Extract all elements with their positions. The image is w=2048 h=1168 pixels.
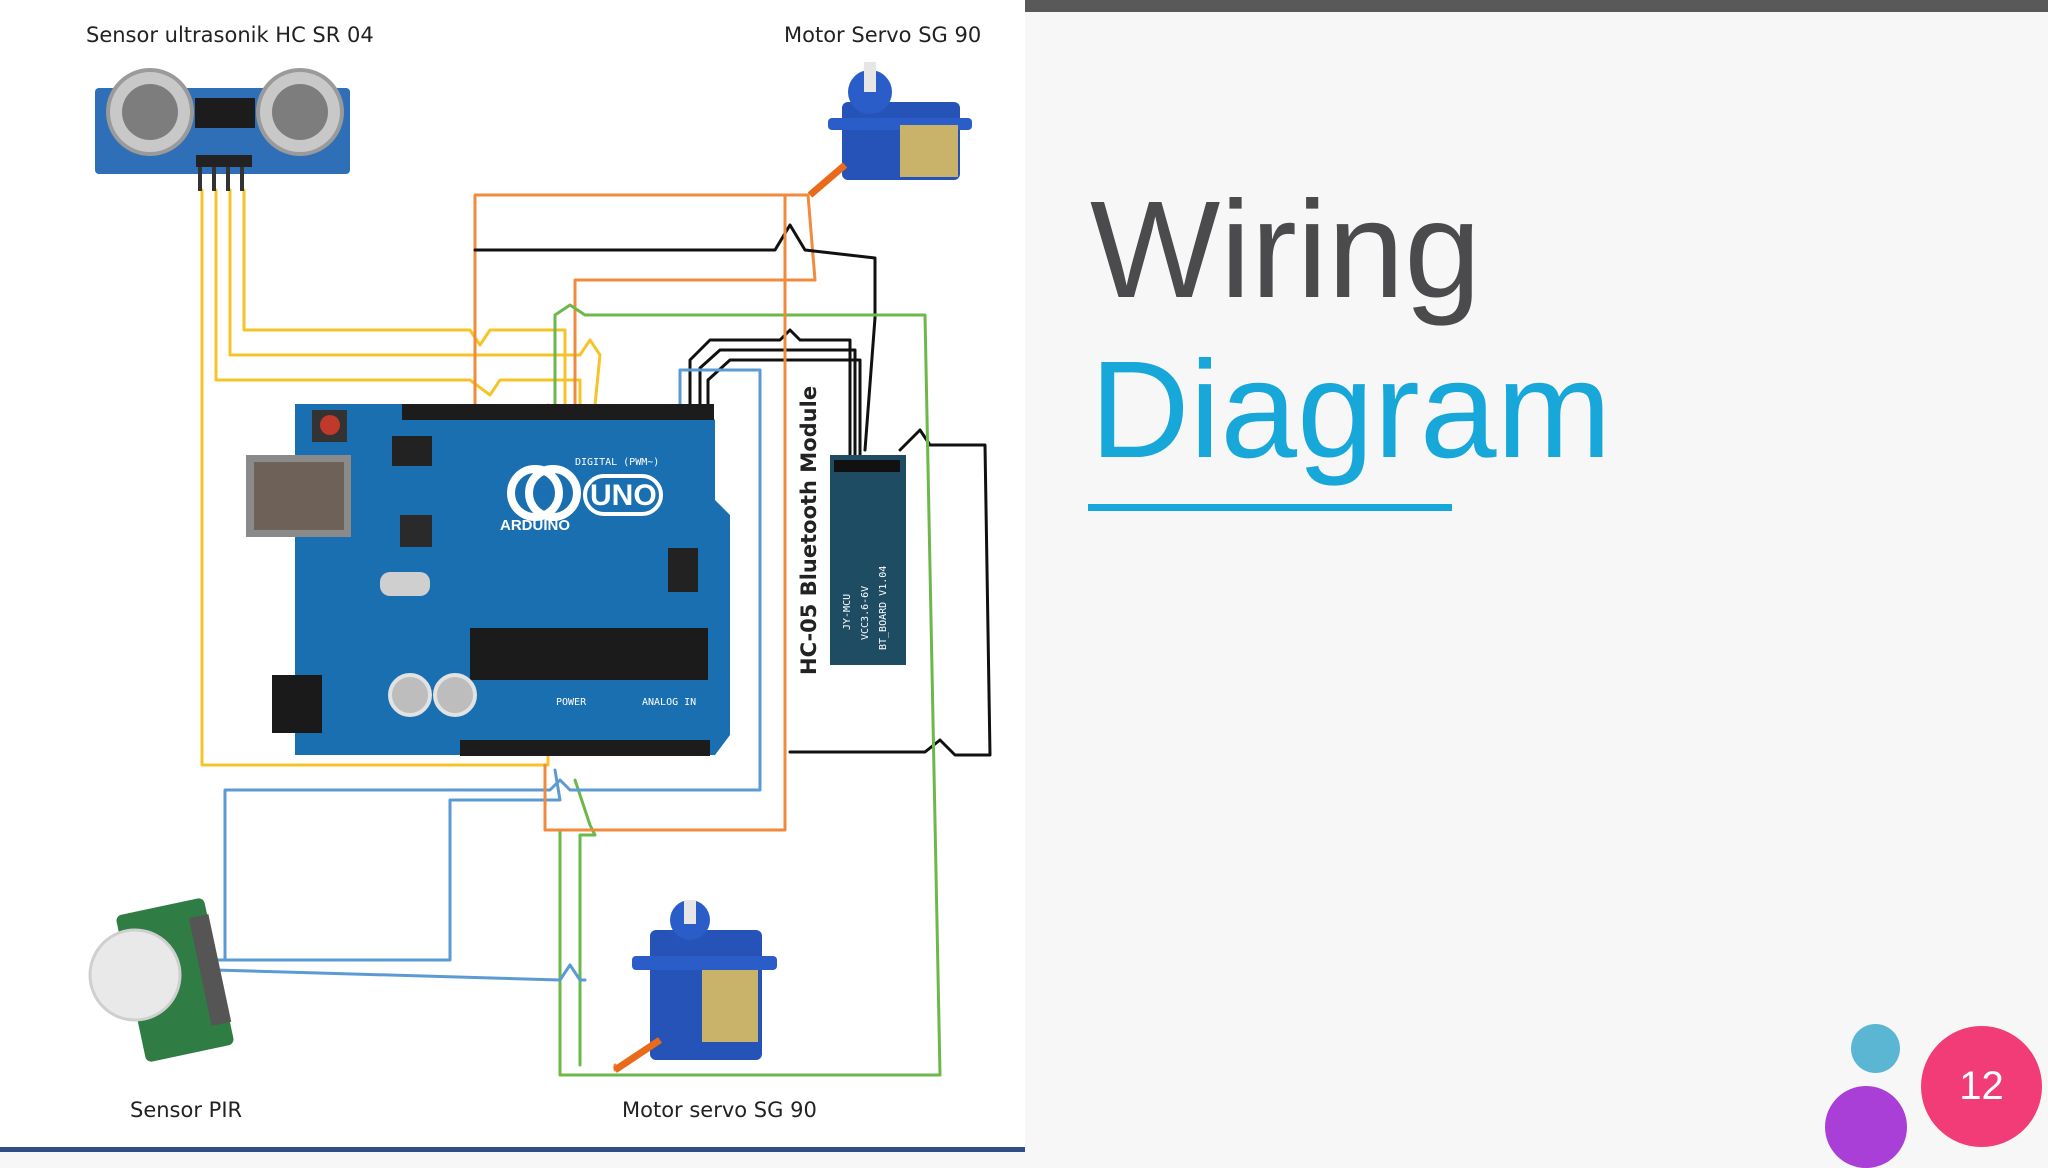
wire-orange-1 xyxy=(473,193,810,407)
bt-chip-line1: JY-MCU xyxy=(842,594,853,630)
bt-chip-line3: BT_BOARD V1.04 xyxy=(878,566,889,650)
pir-sensor xyxy=(88,898,234,1062)
wire-yellow-2 xyxy=(214,188,582,407)
wire-orange-3 xyxy=(543,193,787,832)
title-line-2: Diagram xyxy=(1090,333,1612,487)
arduino-uno-board: UNO ARDUINO DIGITAL (PWM~) POWER ANALOG … xyxy=(246,404,730,756)
power-label: POWER xyxy=(556,697,587,708)
board-model: UNO xyxy=(590,479,657,512)
wire-blue-2 xyxy=(213,768,562,962)
servo-top xyxy=(807,62,972,198)
wire-blue-1 xyxy=(223,368,762,962)
label-servo-top: Motor Servo SG 90 xyxy=(784,23,981,47)
wire-green-2 xyxy=(573,778,597,1067)
ultrasonic-sensor xyxy=(95,68,350,191)
board-brand: ARDUINO xyxy=(500,517,570,534)
wiring-diagram: UNO ARDUINO DIGITAL (PWM~) POWER ANALOG … xyxy=(86,23,992,1122)
analog-label: ANALOG IN xyxy=(642,697,696,708)
bluetooth-module: JY-MCU VCC3.6-6V BT_BOARD V1.04 HC-05 Bl… xyxy=(797,386,906,675)
label-bluetooth: HC-05 Bluetooth Module xyxy=(797,386,821,675)
wire-black-4 xyxy=(706,358,862,457)
title-underline xyxy=(1088,504,1452,511)
wire-orange-2 xyxy=(573,193,817,407)
wire-black-1 xyxy=(473,223,877,452)
slide-title: Wiring Diagram xyxy=(1090,170,1611,490)
page-number: 12 xyxy=(1959,1064,2004,1108)
wire-green-1 xyxy=(553,303,942,1077)
label-pir: Sensor PIR xyxy=(130,1098,242,1122)
bt-chip-line2: VCC3.6-6V xyxy=(860,586,871,640)
wire-yellow-4 xyxy=(242,188,567,407)
servo-bottom xyxy=(613,900,777,1073)
label-ultrasonic: Sensor ultrasonik HC SR 04 xyxy=(86,23,374,47)
bottom-divider xyxy=(0,1147,1025,1152)
wire-yellow-3 xyxy=(228,188,602,407)
wire-black-5 xyxy=(788,428,992,757)
title-line-1: Wiring xyxy=(1090,173,1482,327)
label-servo-bottom: Motor servo SG 90 xyxy=(622,1098,817,1122)
wire-black-3 xyxy=(698,348,857,457)
page-number-badge: 12 xyxy=(1921,1026,2042,1147)
diagram-panel: UNO ARDUINO DIGITAL (PWM~) POWER ANALOG … xyxy=(0,0,1025,1152)
top-bar xyxy=(1025,0,2048,12)
decorative-dot-teal xyxy=(1851,1024,1900,1073)
digital-label: DIGITAL (PWM~) xyxy=(575,457,659,468)
wire-blue-3 xyxy=(213,963,587,982)
decorative-dot-purple xyxy=(1825,1086,1907,1168)
